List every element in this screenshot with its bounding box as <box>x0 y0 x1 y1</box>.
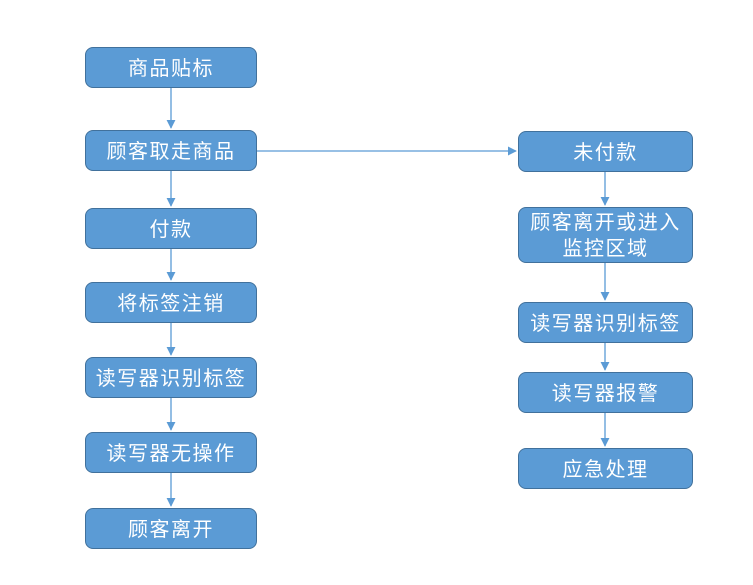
flow-node-unpaid: 未付款 <box>518 131 693 172</box>
flow-node-customer-takes-item: 顾客取走商品 <box>85 130 257 171</box>
flow-node-customer-leaves-or-enters-monitored-area: 顾客离开或进入监控区域 <box>518 207 693 263</box>
flow-node-reader-identifies-tag-right: 读写器识别标签 <box>518 302 693 343</box>
flow-node-customer-leaves: 顾客离开 <box>85 508 257 549</box>
flow-node-emergency-handling: 应急处理 <box>518 448 693 489</box>
flow-node-reader-alarm: 读写器报警 <box>518 372 693 413</box>
flow-node-reader-no-action: 读写器无操作 <box>85 432 257 473</box>
flow-node-payment: 付款 <box>85 208 257 249</box>
flow-node-product-labeling: 商品贴标 <box>85 47 257 88</box>
flow-node-tag-deactivation: 将标签注销 <box>85 282 257 323</box>
flow-node-reader-identifies-tag-left: 读写器识别标签 <box>85 357 257 398</box>
